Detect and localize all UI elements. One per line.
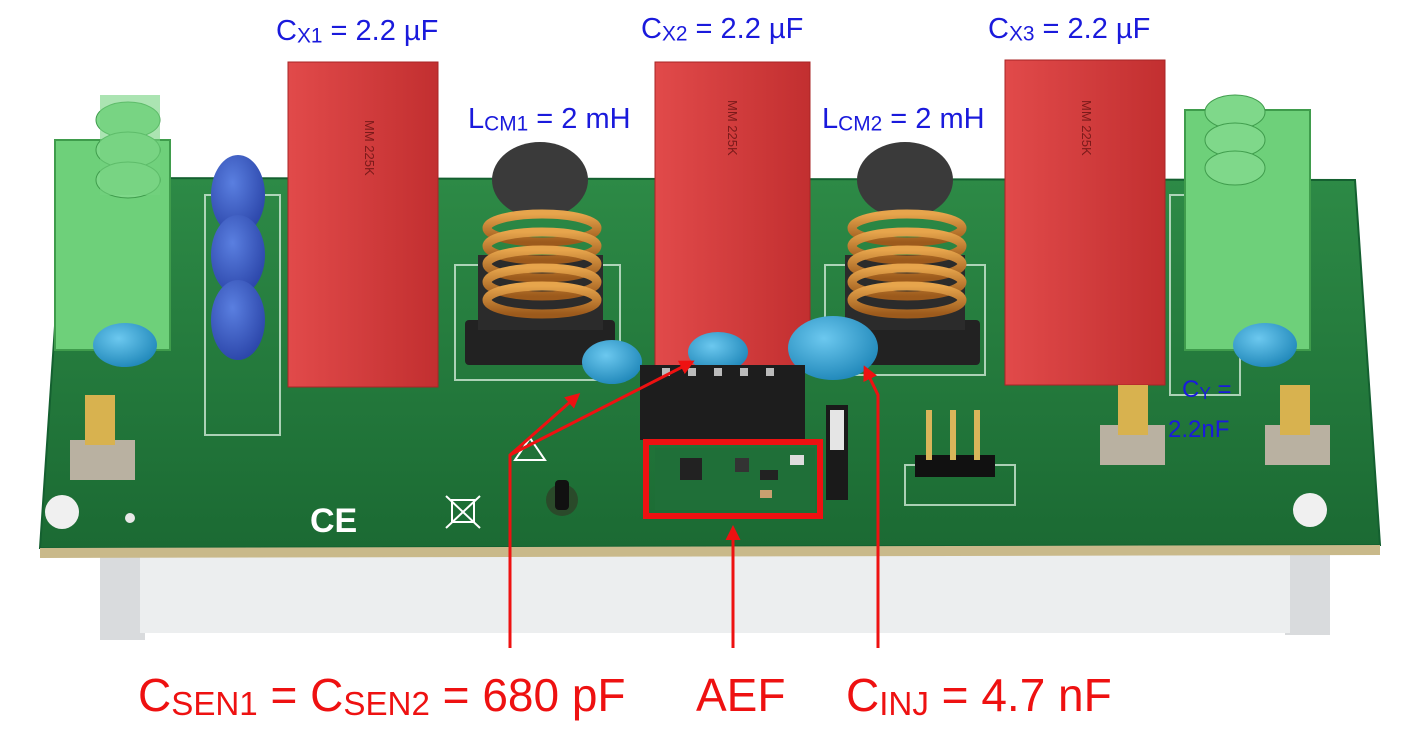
svg-text:MM 225K: MM 225K	[1079, 100, 1094, 156]
standoff-right	[1285, 540, 1330, 635]
svg-text:MM 225K: MM 225K	[725, 100, 740, 156]
ce-mark: CE	[310, 502, 357, 540]
terminal-block-right	[1184, 94, 1311, 351]
label-csen: CSEN1 = CSEN2 = 680 pF	[138, 669, 626, 723]
transistor	[546, 480, 578, 516]
sma-connector-left	[70, 395, 135, 480]
aef-highlight-box	[643, 439, 823, 519]
header-connector	[640, 365, 805, 440]
svg-text:MM 225K: MM 225K	[362, 120, 377, 176]
mount-hole-right	[1293, 493, 1327, 527]
terminal-block-left	[54, 95, 171, 351]
label-cinj: CINJ = 4.7 nF	[846, 669, 1112, 723]
csen-arrows	[508, 360, 695, 648]
label-lcm1: LCM1 = 2 mH	[468, 103, 631, 136]
pin-header	[915, 410, 995, 477]
label-cy: CY =	[1182, 376, 1232, 404]
choke-lcm2	[830, 142, 980, 365]
capacitor-csen2	[688, 332, 748, 372]
y-capacitors	[93, 323, 1297, 367]
weee-symbol	[445, 495, 481, 529]
blue-disc-capacitors	[211, 155, 265, 360]
sma-connector-mid	[1100, 385, 1165, 465]
capacitor-cx3: MM 225K	[1004, 59, 1166, 386]
mount-hole-left	[45, 495, 79, 529]
aef-circuit	[655, 448, 815, 510]
choke-lcm1	[465, 142, 615, 365]
capacitor-cx2: MM 225K	[654, 61, 811, 368]
cinj-arrow	[863, 365, 880, 648]
label-cx1: CX1 = 2.2 µF	[276, 15, 439, 48]
capacitor-csen1	[582, 340, 642, 384]
sma-connector-right	[1265, 385, 1330, 465]
label-lcm2: LCM2 = 2 mH	[822, 103, 985, 136]
label-aef: AEF	[696, 669, 786, 721]
label-cy-value: 2.2nF	[1168, 416, 1230, 443]
label-cx2: CX2 = 2.2 µF	[641, 13, 804, 46]
label-cx3: CX3 = 2.2 µF	[988, 13, 1151, 46]
capacitor-cinj	[788, 316, 878, 380]
capacitor-cx1: MM 225K	[287, 61, 439, 388]
jumper	[826, 405, 848, 500]
